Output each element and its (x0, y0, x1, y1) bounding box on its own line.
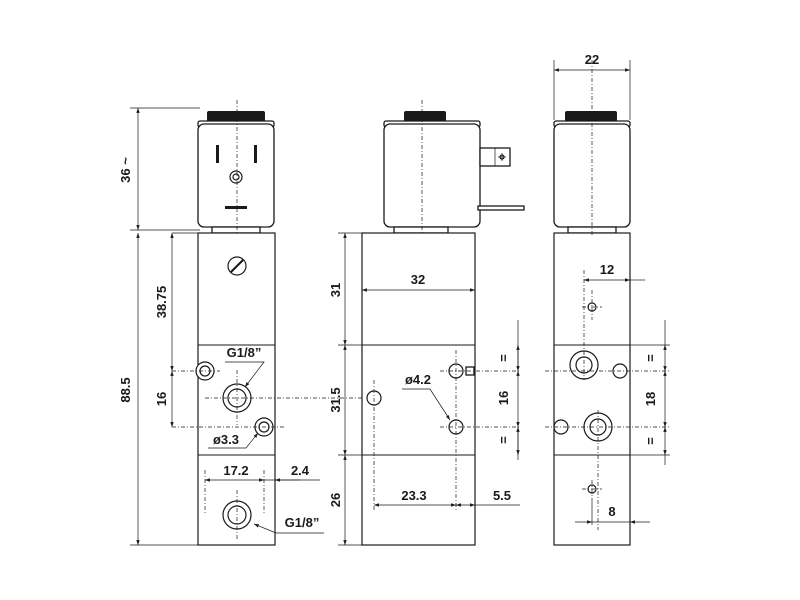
side-dimensions: 31 31.5 26 32 ø4.2 = 16 = 23.3 5.5 (328, 232, 520, 546)
dim-side-23: 23.3 (401, 488, 426, 503)
dim-end-8: 8 (608, 504, 615, 519)
dim-side-width: 32 (411, 272, 425, 287)
dim-end-width: 22 (585, 52, 599, 67)
front-view (172, 100, 370, 546)
dim-side-spacing: 16 (496, 391, 511, 405)
side-view (361, 100, 525, 546)
dim-end-eq-bottom: = (643, 437, 658, 445)
dim-offset-2: 2.4 (291, 463, 310, 478)
dim-side-lower: 26 (328, 493, 343, 507)
dim-side-5: 5.5 (493, 488, 511, 503)
pin-left (216, 145, 219, 163)
pin-ground (225, 206, 247, 209)
dim-end-eq-top: = (643, 354, 658, 362)
dim-coil-height: 36 ~ (118, 157, 133, 183)
label-mount-hole-side: ø4.2 (405, 372, 431, 387)
coil-side (383, 123, 481, 228)
label-port-bottom: G1/8” (285, 515, 320, 530)
pin-right (254, 145, 257, 163)
dim-port-spacing: 16 (154, 392, 169, 406)
dim-upper-block: 38.75 (154, 286, 169, 319)
label-mount-hole: ø3.3 (213, 432, 239, 447)
end-dimensions: 22 12 = 18 = 8 (553, 52, 670, 525)
coil-end (553, 123, 631, 228)
knurled-cap-side (404, 111, 446, 122)
label-port-top: G1/8” (227, 345, 262, 360)
dim-side-upper: 31 (328, 283, 343, 297)
end-view (545, 60, 670, 546)
dim-eq-top: = (496, 354, 511, 362)
dim-eq-bottom: = (496, 436, 511, 444)
dim-end-12: 12 (600, 262, 614, 277)
knurled-cap-end (565, 111, 617, 122)
dim-width-17: 17.2 (223, 463, 248, 478)
mount-bracket (477, 205, 525, 211)
dim-overall-height: 88.5 (118, 377, 133, 402)
front-dimensions: 36 ~ 88.5 38.75 16 G1/8” ø3.3 17.2 2.4 G… (118, 107, 324, 546)
dim-side-middle: 31.5 (328, 387, 343, 412)
dim-end-18: 18 (643, 392, 658, 406)
